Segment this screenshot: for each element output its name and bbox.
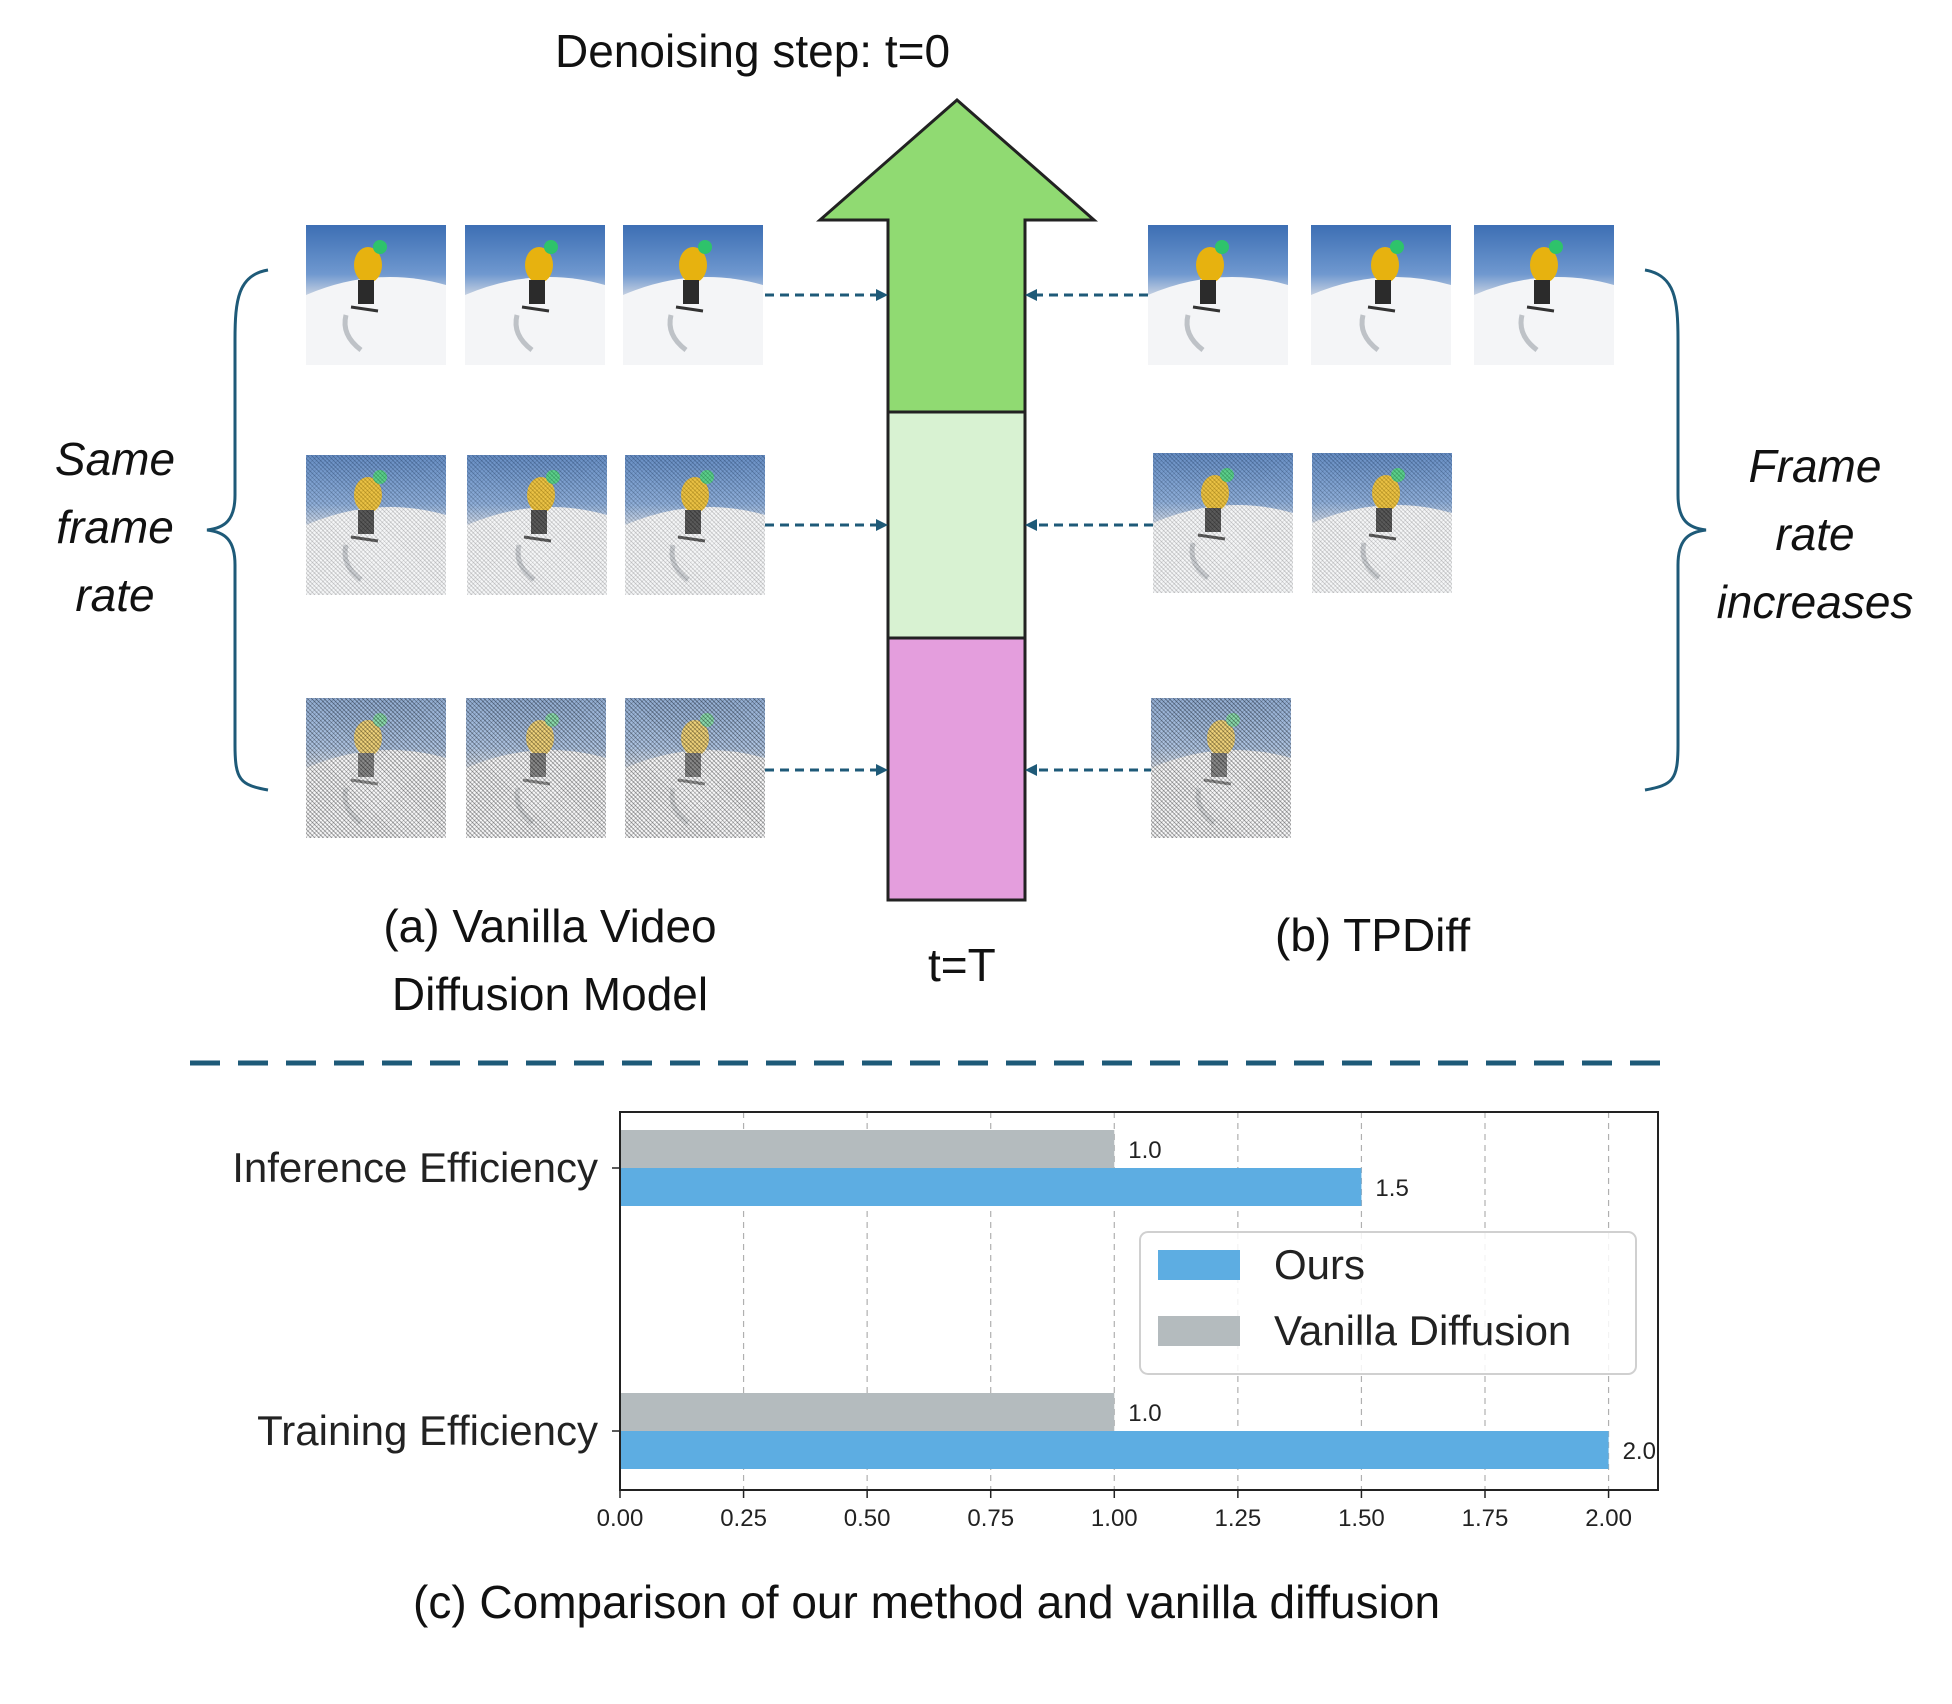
diagram-svg: [190, 98, 1707, 1066]
snowboarder-figure: [625, 470, 765, 595]
legend-label-ours: Ours: [1274, 1241, 1365, 1288]
right-brace-label-line2: rate: [1775, 508, 1855, 560]
snowboarder-figure: [1311, 240, 1451, 365]
denoising-step-label: Denoising step: t=0: [555, 24, 950, 78]
bar-value-label-vanilla: 1.0: [1128, 1137, 1161, 1164]
snowboarder-figure: [1148, 240, 1288, 365]
denoising-step-prefix: Denoising step:: [555, 25, 873, 77]
x-tick-label: 1.50: [1338, 1505, 1385, 1532]
x-tick-label: 2.00: [1585, 1505, 1632, 1532]
x-tick-label: 1.25: [1214, 1505, 1261, 1532]
snowboarder-figure: [306, 713, 446, 838]
snowboarder-figure: [466, 713, 606, 838]
x-tick-label: 0.50: [844, 1505, 891, 1532]
snowboarder-figure: [465, 240, 605, 365]
snowboarder-figure: [467, 470, 607, 595]
vanilla-frame-mid-1: [306, 455, 446, 595]
vanilla-frame-mid-2: [467, 455, 607, 595]
tpdiff-frame-noisy-1: [1151, 698, 1291, 838]
plot-frame: [619, 1111, 1659, 1491]
snowboarder-figure: [1153, 468, 1293, 593]
left-brace-label-line3: rate: [75, 569, 155, 621]
vanilla-frame-noisy-1: [306, 698, 446, 838]
y-category-label: Training Efficiency: [257, 1407, 598, 1454]
bar-value-label-ours: 1.5: [1375, 1175, 1408, 1202]
left-brace-label-line1: Same: [54, 433, 176, 485]
tpdiff-frame-clean-2: [1311, 225, 1451, 365]
caption-a-line1: (a) Vanilla Video: [383, 900, 717, 952]
vanilla-frame-noisy-2: [466, 698, 606, 838]
y-category-label: Inference Efficiency: [232, 1144, 598, 1191]
tpdiff-frame-mid-1: [1153, 453, 1293, 593]
legend-swatch-ours: [1158, 1250, 1240, 1280]
tpdiff-frame-mid-2: [1312, 453, 1452, 593]
right-brace: [1644, 268, 1707, 792]
arrow-middle-segment: [886, 410, 1027, 640]
legend-swatch-vanilla: [1158, 1316, 1240, 1346]
efficiency-chart: 0.00 0.25 0.50 0.75 1.00 1.25 1.50 1.75 2.00 1.0 1…: [232, 1111, 1659, 1532]
snowboarder-figure: [306, 470, 446, 595]
arrow-head: [816, 98, 1098, 414]
caption-b: (b) TPDiff: [1275, 909, 1471, 961]
left-brace-label-line2: frame: [56, 501, 174, 553]
caption-c: (c) Comparison of our method and vanilla…: [413, 1576, 1441, 1628]
denoising-step-value: t=0: [884, 25, 951, 77]
snowboarder-figure: [1151, 713, 1291, 838]
x-tick-label: 1.00: [1091, 1505, 1138, 1532]
bar-ours: [620, 1431, 1609, 1469]
bar-value-label-vanilla: 1.0: [1128, 1400, 1161, 1427]
legend-label-vanilla: Vanilla Diffusion: [1274, 1307, 1571, 1354]
bar-ours: [620, 1168, 1362, 1206]
vanilla-frame-clean-2: [465, 225, 605, 365]
left-dashed-arrows: [765, 289, 888, 776]
right-brace-label-line1: Frame: [1748, 440, 1882, 492]
legend-box: [1139, 1231, 1637, 1375]
arrow-bottom-segment: [886, 636, 1027, 902]
x-tick-label: 0.75: [967, 1505, 1014, 1532]
left-brace: [206, 268, 269, 792]
snowboarder-figure: [623, 240, 763, 365]
vanilla-frame-mid-3: [625, 455, 765, 595]
right-brace-label: Frame rate increases: [1700, 432, 1930, 636]
snowboarder-figure: [1312, 468, 1452, 593]
tpdiff-frame-clean-1: [1148, 225, 1288, 365]
x-tick-label: 0.00: [597, 1505, 644, 1532]
caption-a-line2: Diffusion Model: [391, 968, 709, 1020]
right-brace-label-line3: increases: [1716, 576, 1914, 628]
caption-a: (a) Vanilla Video Diffusion Model: [320, 892, 780, 1028]
snowboarder-figure: [1474, 240, 1614, 365]
x-tick-label: 0.25: [720, 1505, 767, 1532]
x-tick-label: 1.75: [1462, 1505, 1509, 1532]
vanilla-frame-noisy-3: [625, 698, 765, 838]
final-step-label: t=T: [928, 939, 996, 991]
bar-vanilla: [620, 1393, 1115, 1431]
vanilla-frame-clean-1: [306, 225, 446, 365]
right-dashed-arrows: [1025, 289, 1153, 776]
snowboarder-figure: [625, 713, 765, 838]
left-brace-label: Same frame rate: [30, 425, 200, 629]
snowboarder-figure: [306, 240, 446, 365]
tpdiff-frame-clean-3: [1474, 225, 1614, 365]
bar-value-label-ours: 2.0: [1623, 1438, 1656, 1465]
bar-vanilla: [620, 1130, 1115, 1168]
vanilla-frame-clean-3: [623, 225, 763, 365]
